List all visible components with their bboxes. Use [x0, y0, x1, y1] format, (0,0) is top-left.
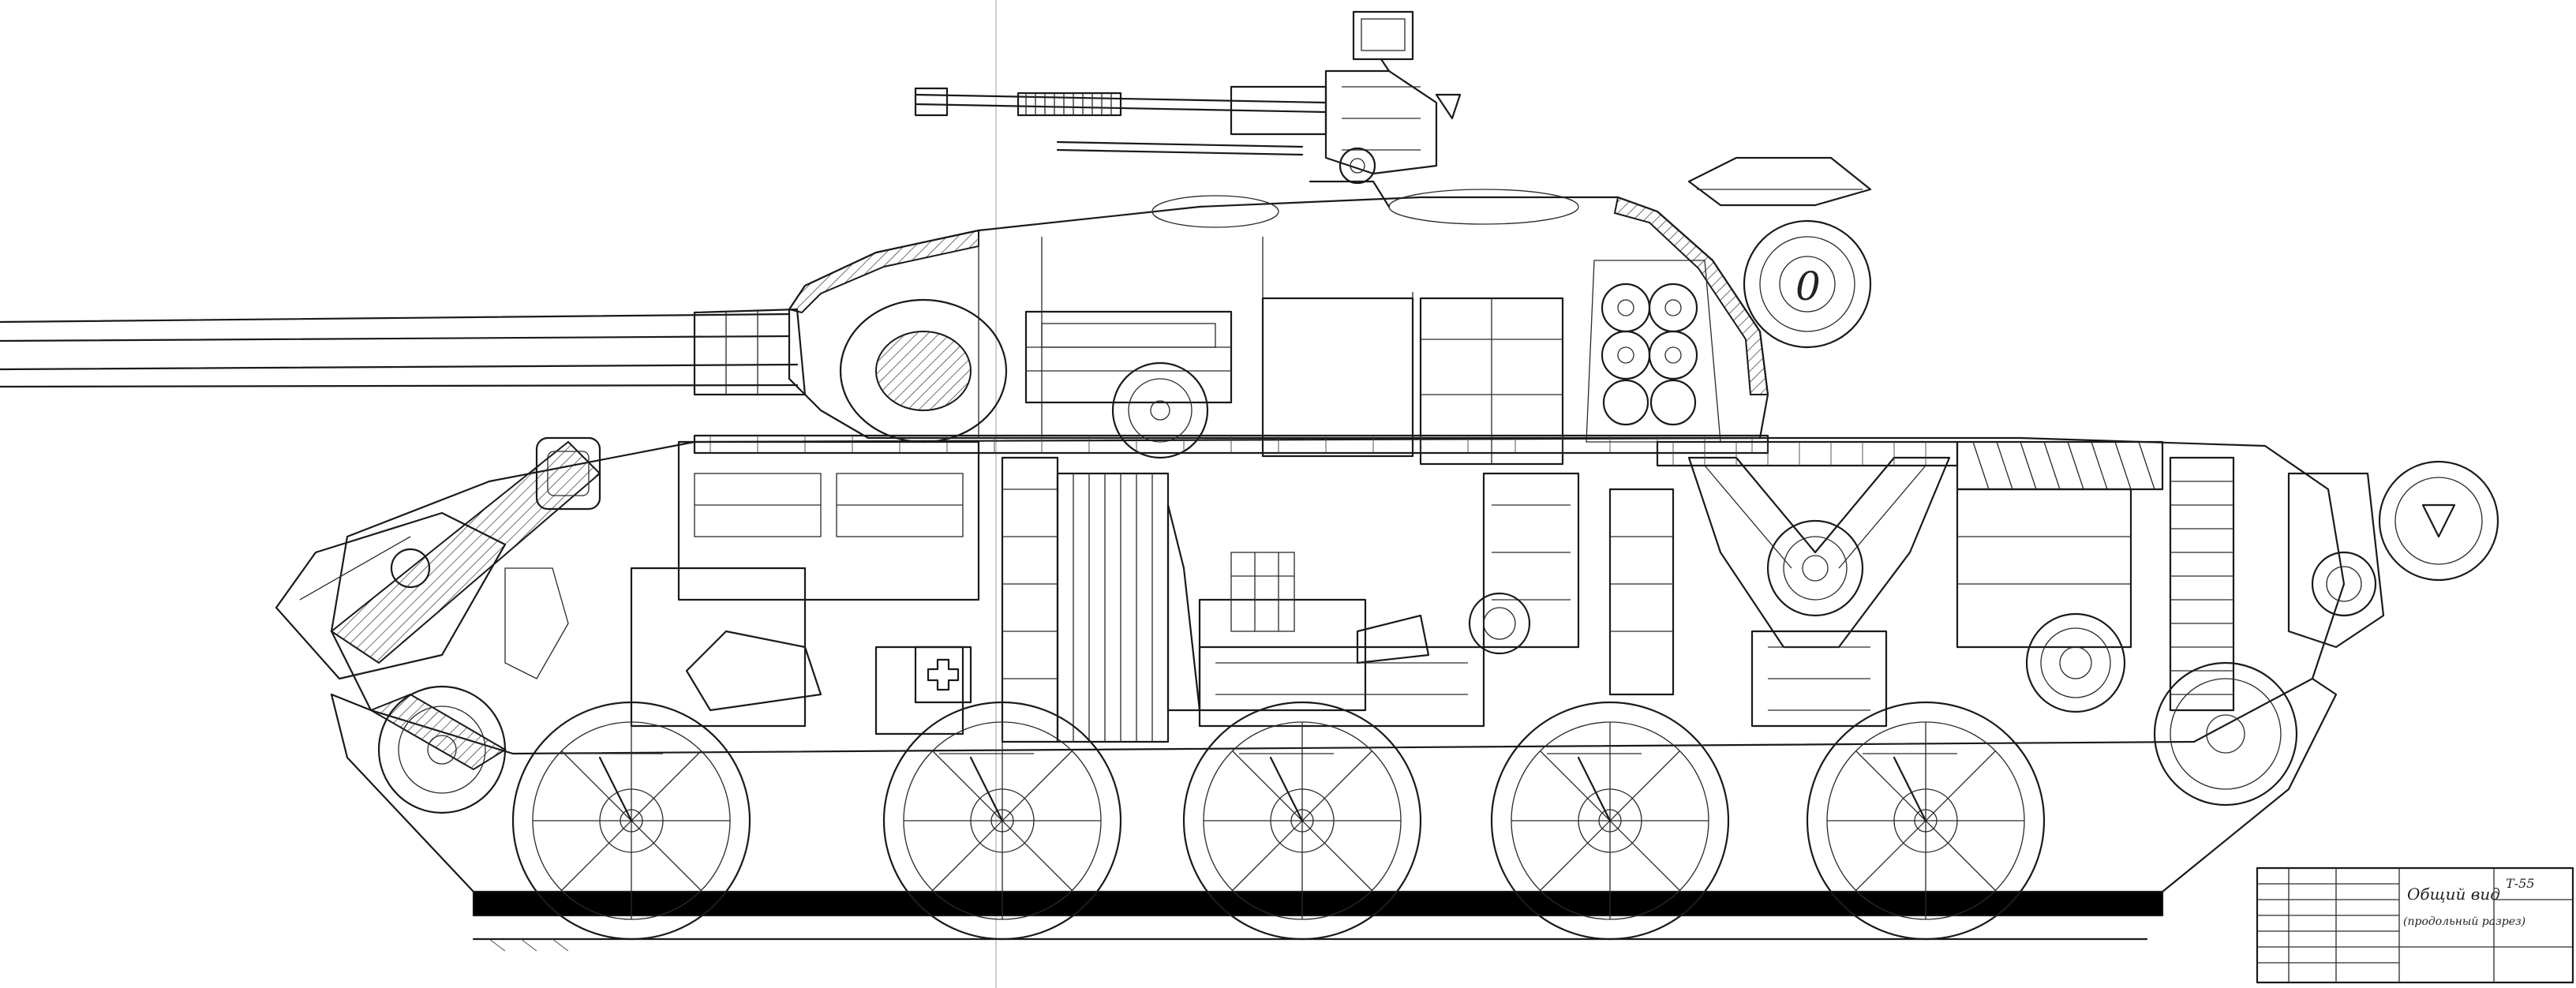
title-block-subtitle: (продольный разрез)	[2403, 915, 2525, 928]
first-aid-kit-icon	[914, 646, 972, 704]
front-idler-wheel	[377, 685, 507, 814]
drive-sprocket	[2153, 661, 2298, 806]
rear-turret-equipment: 0	[1687, 156, 1872, 349]
main-gun-barrel	[0, 308, 807, 396]
running-gear	[330, 661, 2338, 952]
hull	[275, 434, 2346, 771]
engine-v12	[1608, 440, 1959, 728]
driver-compartment	[504, 440, 980, 735]
turret	[788, 189, 1769, 466]
roof-machine-gun	[914, 10, 1462, 208]
transmission-and-cooling	[1956, 440, 2499, 713]
svg-text:0: 0	[1795, 264, 1821, 309]
title-block-title: Общий вид	[2407, 885, 2500, 904]
title-block: Общий вид (продольный разрез) Т-55	[2256, 866, 2574, 984]
turret-ammo-rack	[1586, 260, 1721, 443]
title-block-sheet-code: Т-55	[2506, 876, 2534, 891]
fighting-compartment	[1001, 456, 1580, 743]
